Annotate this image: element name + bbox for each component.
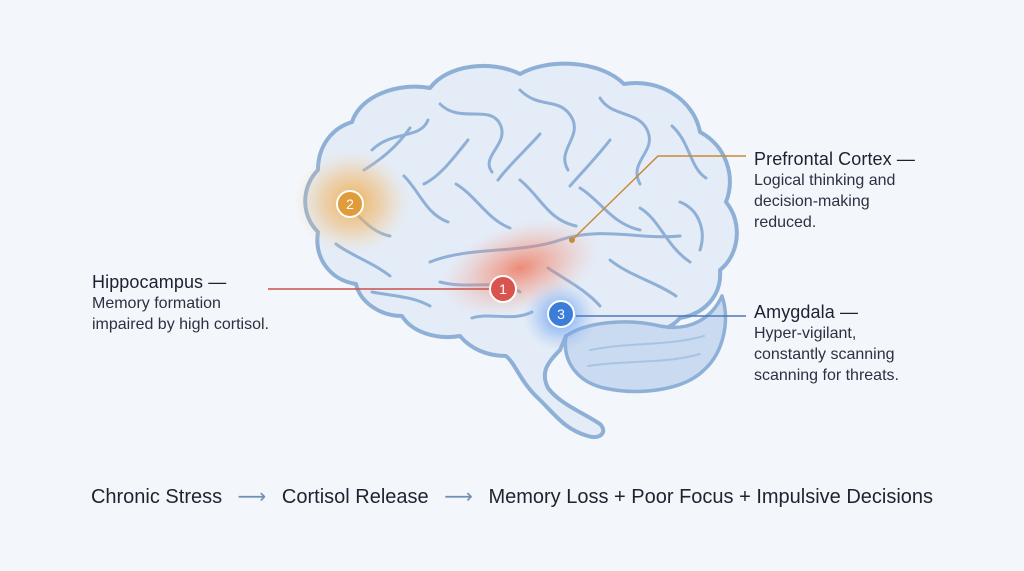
hippocampus-desc-line: impaired by high cortisol. bbox=[92, 316, 269, 334]
brain-folds bbox=[334, 88, 708, 320]
amygdala-desc-line: constantly scanning bbox=[754, 346, 895, 364]
flow-arrow-icon: ⟶ bbox=[237, 486, 267, 508]
stress-flow: Chronic Stress ⟶ Cortisol Release ⟶ Memo… bbox=[0, 484, 1024, 509]
badge-prefrontal: 2 bbox=[336, 190, 364, 218]
flow-step-cortisol-release: Cortisol Release bbox=[281, 486, 429, 508]
flow-step-chronic-stress: Chronic Stress bbox=[90, 486, 223, 508]
hippocampus-title: Hippocampus — bbox=[92, 272, 227, 292]
badge-amygdala-number: 3 bbox=[557, 306, 565, 322]
prefrontal-leader-line bbox=[571, 155, 746, 241]
amygdala-title: Amygdala — bbox=[754, 302, 859, 322]
badge-hippocampus-number: 1 bbox=[499, 281, 507, 297]
prefrontal-desc-line: reduced. bbox=[754, 213, 817, 231]
amygdala-desc-line: Hyper-vigilant, bbox=[754, 325, 857, 343]
amygdala-label: Amygdala — Hyper-vigilant, constantly sc… bbox=[754, 301, 899, 387]
hippocampus-label: Hippocampus — Memory formation impaired … bbox=[92, 271, 269, 336]
badge-amygdala: 3 bbox=[547, 300, 575, 328]
hippocampus-desc-line: Memory formation bbox=[92, 295, 221, 313]
amygdala-description: Hyper-vigilant, constantly scanning scan… bbox=[754, 324, 899, 386]
flow-arrow-icon: ⟶ bbox=[444, 486, 473, 508]
hippocampus-description: Memory formation impaired by high cortis… bbox=[92, 294, 269, 336]
prefrontal-label: Prefrontal Cortex — Logical thinking and… bbox=[754, 148, 915, 234]
prefrontal-leader-dot bbox=[569, 237, 575, 243]
prefrontal-desc-line: Logical thinking and bbox=[754, 172, 896, 190]
flow-step-outcomes: Memory Loss + Poor Focus + Impulsive Dec… bbox=[488, 486, 934, 508]
prefrontal-title: Prefrontal Cortex — bbox=[754, 149, 915, 169]
cerebellum-folds bbox=[587, 335, 705, 367]
prefrontal-desc-line: decision-making bbox=[754, 193, 870, 211]
badge-hippocampus: 1 bbox=[489, 275, 517, 303]
amygdala-desc-line: scanning for threats. bbox=[754, 366, 899, 384]
badge-prefrontal-number: 2 bbox=[346, 196, 354, 212]
prefrontal-description: Logical thinking and decision-making red… bbox=[754, 171, 915, 233]
